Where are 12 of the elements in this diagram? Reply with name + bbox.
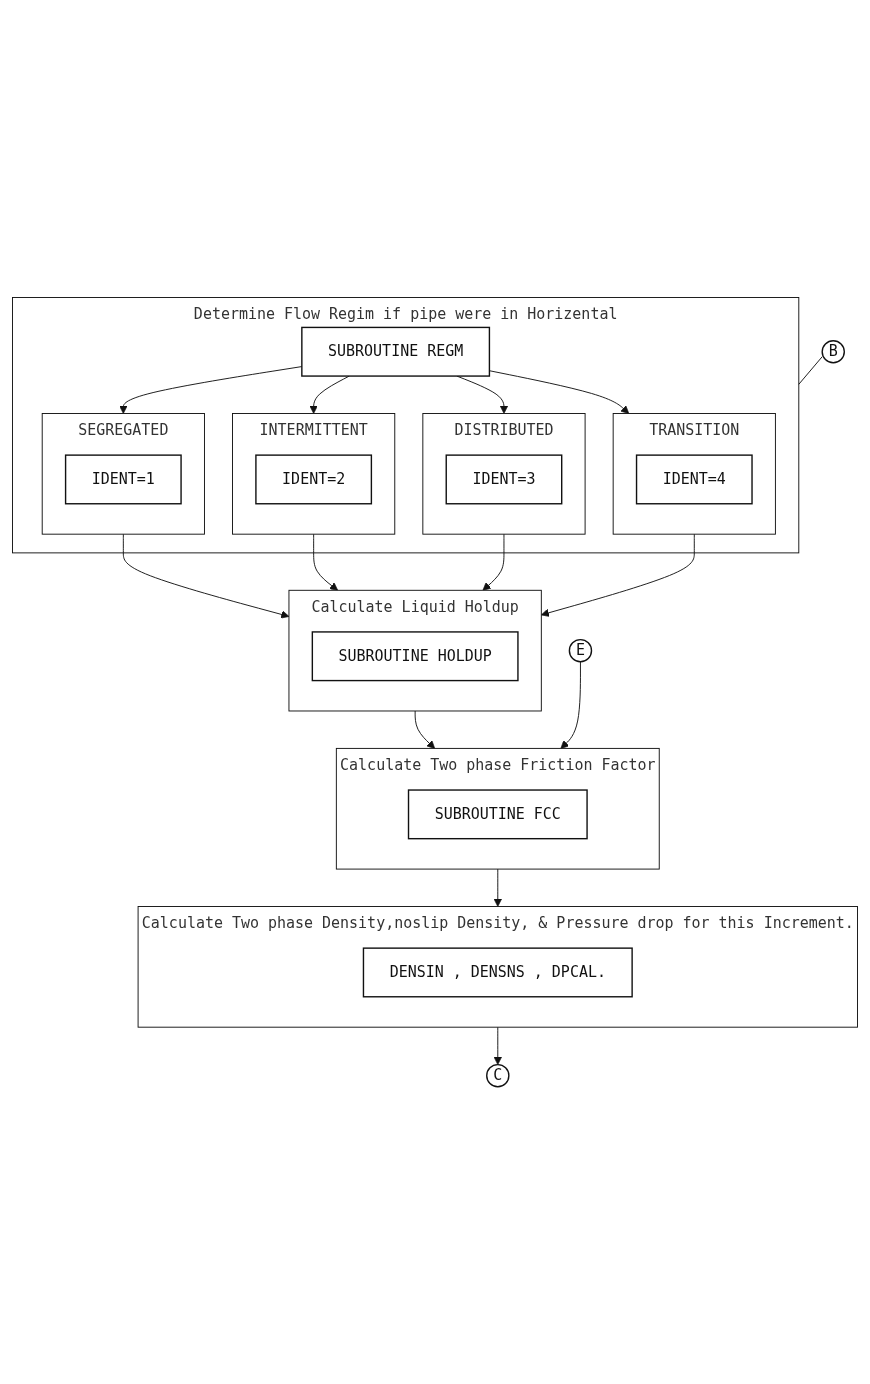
- node-box: IDENT=1: [64, 454, 182, 505]
- node-circle: B: [821, 339, 845, 364]
- node-box: SUBROUTINE REGM: [301, 326, 491, 377]
- node-box: IDENT=3: [445, 454, 563, 505]
- node-box: IDENT=2: [255, 454, 373, 505]
- node-box: SUBROUTINE FCC: [407, 789, 588, 840]
- node-circle: C: [486, 1063, 510, 1088]
- connector: [798, 356, 823, 385]
- node-circle: E: [568, 638, 593, 663]
- node-box: DENSIN , DENSNS , DPCAL.: [362, 947, 633, 998]
- node-box: SUBROUTINE HOLDUP: [311, 631, 519, 682]
- node-box: IDENT=4: [635, 454, 753, 505]
